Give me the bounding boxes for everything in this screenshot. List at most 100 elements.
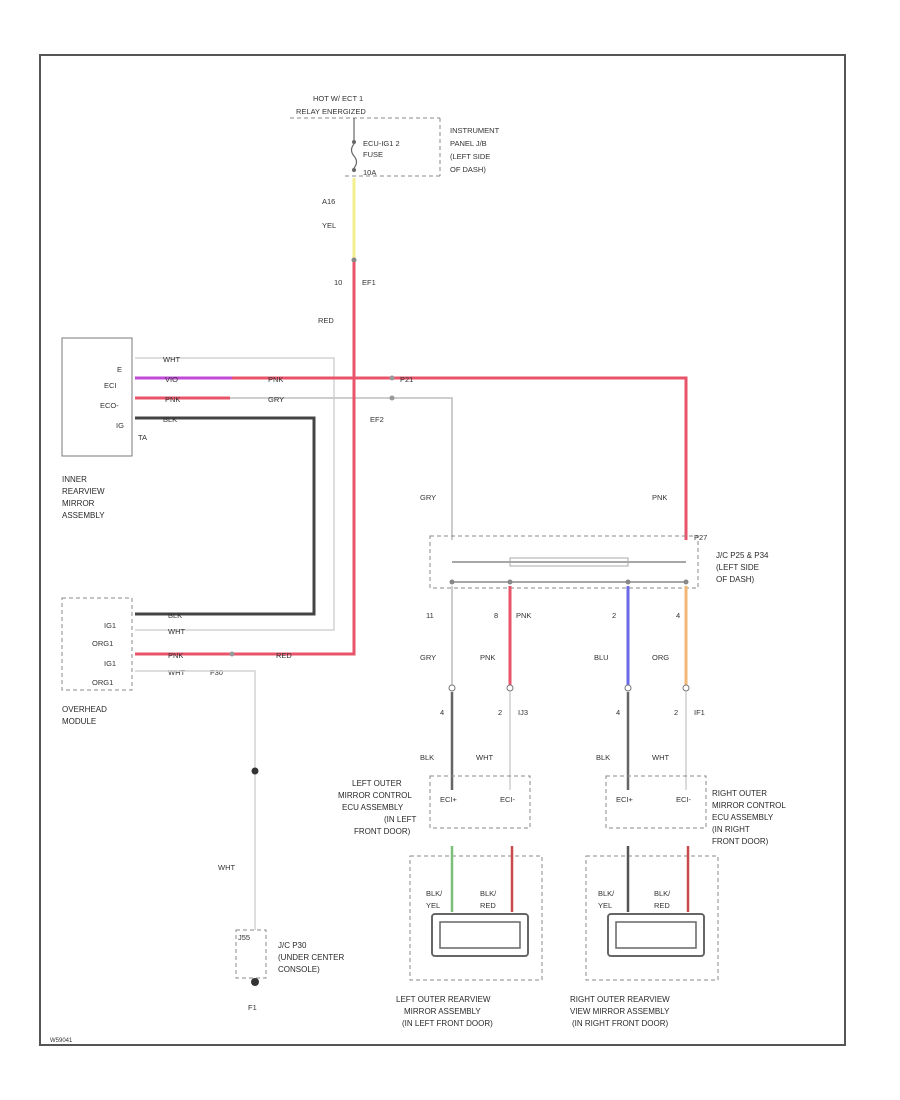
inner-mirror-pin-ig: IG	[116, 421, 124, 430]
fuse-label-2: FUSE	[363, 150, 383, 159]
right-mirror-label-1: RIGHT OUTER REARVIEW	[570, 995, 670, 1004]
left-mirror-label-1: LEFT OUTER REARVIEW	[396, 995, 491, 1004]
inner-mirror-pin-e: E	[117, 365, 122, 374]
left-pin-ij3: IJ3	[518, 708, 528, 717]
wire-label-pnk-second: PNK	[165, 395, 180, 404]
wire-label-vio: VIO	[165, 375, 178, 384]
fuse-location-1: INSTRUMENT	[450, 126, 500, 135]
inner-mirror-pin-ta: TA	[138, 433, 147, 442]
left-ecu-label-4: (IN LEFT	[384, 815, 417, 824]
ground-jc-label-3: CONSOLE)	[278, 965, 320, 974]
wire-pink-main	[232, 376, 688, 540]
power-source-line-1: HOT W/ ECT 1	[313, 94, 363, 103]
inner-mirror-pins: E ECI ECO- IG TA	[100, 365, 147, 442]
right-wire-blk: BLK	[596, 753, 610, 762]
wire-label-gry-down: GRY	[420, 493, 436, 502]
overhead-module-pins: IG1 ORG1 IG1 ORG1	[92, 621, 116, 687]
right-mirror-wire-1a: BLK/	[598, 889, 615, 898]
left-mirror-motor-inner	[439, 921, 521, 949]
power-source-line-2: RELAY ENERGIZED	[296, 107, 366, 116]
overhead-label-2: MODULE	[62, 717, 96, 726]
left-mirror-wire-1a: BLK/	[426, 889, 443, 898]
left-mirror-wire-1b: YEL	[426, 901, 440, 910]
right-ecu-pin-minus: ECI-	[676, 795, 692, 804]
jc-wire-blu: BLU	[594, 653, 609, 662]
left-mirror-outer-box	[409, 855, 543, 981]
jc-pin-pnk: PNK	[516, 611, 531, 620]
right-mirror-wire-2b: RED	[654, 901, 670, 910]
right-pin-4: 4	[616, 708, 620, 717]
wire-red-supply	[135, 262, 356, 656]
inner-mirror-label-2: REARVIEW	[62, 487, 105, 496]
left-pin-2: 2	[498, 708, 502, 717]
diagram-frame	[39, 54, 846, 1046]
right-mirror-label-3: (IN RIGHT FRONT DOOR)	[572, 1019, 668, 1028]
right-ecu-label-4: (IN RIGHT	[712, 825, 750, 834]
connector-p21-dot	[389, 375, 395, 381]
jc-pin-gray	[449, 579, 455, 585]
wire-label-ovh-pnk: PNK	[168, 651, 183, 660]
wire-label-pnk-main: PNK	[268, 375, 283, 384]
wire-gray-main	[230, 397, 453, 540]
inner-mirror-pin-eco: ECO-	[100, 401, 119, 410]
wire-label-f30: F30	[210, 668, 223, 677]
jc-pin-number-8: 8	[494, 611, 498, 620]
left-ecu-label-1: LEFT OUTER	[352, 779, 402, 788]
wire-black-loop	[135, 416, 316, 616]
overhead-pin-org1-a: ORG1	[92, 639, 113, 648]
right-wire-wht: WHT	[652, 753, 669, 762]
jc-wire-pnk: PNK	[480, 653, 495, 662]
fuse-location-4: OF DASH)	[450, 165, 486, 174]
wire-label-gry-main: GRY	[268, 395, 284, 404]
jc-pin-orange	[683, 579, 689, 585]
ground-point	[251, 978, 259, 986]
conn-left-pink	[506, 684, 514, 692]
jc-wire-org: ORG	[652, 653, 669, 662]
right-mirror-wire-2a: BLK/	[654, 889, 671, 898]
jc-wire-gry: GRY	[420, 653, 436, 662]
jc-pin-number-2: 2	[612, 611, 616, 620]
connector-ef2-dot	[389, 395, 395, 401]
connector-ovh-dot	[229, 651, 235, 657]
wire-label-ovh-wht: WHT	[168, 627, 185, 636]
jc-label-1: J/C P25 & P34	[716, 551, 769, 560]
conn-right-blue	[624, 684, 632, 692]
left-mirror-wire-2b: RED	[480, 901, 496, 910]
ground-jc-label-1: J/C P30	[278, 941, 307, 950]
wire-label-pnk-down: PNK	[652, 493, 667, 502]
ground-label-f1: F1	[248, 1003, 257, 1012]
wire-label-red: RED	[318, 316, 334, 325]
ground-jc-box	[235, 929, 267, 979]
inner-mirror-label-4: ASSEMBLY	[62, 511, 105, 520]
left-mirror-wire-2a: BLK/	[480, 889, 497, 898]
wire-label-ovh-red: RED	[276, 651, 292, 660]
left-mirror-label-2: MIRROR ASSEMBLY	[404, 1007, 481, 1016]
left-ecu-label-5: FRONT DOOR)	[354, 827, 411, 836]
overhead-pin-ig1-a: IG1	[104, 621, 116, 630]
left-mirror-motor	[431, 913, 529, 957]
right-ecu-pin-plus: ECI+	[616, 795, 634, 804]
left-ecu-pin-minus: ECI-	[500, 795, 516, 804]
left-ecu-label-3: ECU ASSEMBLY	[342, 803, 404, 812]
inner-mirror-pin-eci: ECI	[104, 381, 117, 390]
ground-jc-label-2: (UNDER CENTER	[278, 953, 344, 962]
wire-label-blk-inner: BLK	[163, 415, 177, 424]
footer-code: W59041	[50, 1038, 73, 1044]
conn-right-orange	[682, 684, 690, 692]
right-ecu-label-1: RIGHT OUTER	[712, 789, 767, 798]
fuse-contact-bottom	[352, 168, 356, 172]
jc-pin-blue	[625, 579, 631, 585]
right-pin-if1: IF1	[694, 708, 705, 717]
overhead-module-box	[61, 597, 133, 691]
jc-pin-number-11: 11	[426, 611, 434, 620]
right-ecu-label-5: FRONT DOOR)	[712, 837, 769, 846]
jc-pin-number-4: 4	[676, 611, 680, 620]
connector-ef1-dot	[351, 257, 357, 263]
wire-label-p21: P21	[400, 375, 413, 384]
jc-bridge	[509, 557, 629, 567]
jc-label-3: OF DASH)	[716, 575, 755, 584]
right-mirror-outer-box	[585, 855, 719, 981]
inner-mirror-label-1: INNER	[62, 475, 87, 484]
wire-label-ovh-blk: BLK	[168, 611, 182, 620]
jc-label-2: (LEFT SIDE	[716, 563, 759, 572]
